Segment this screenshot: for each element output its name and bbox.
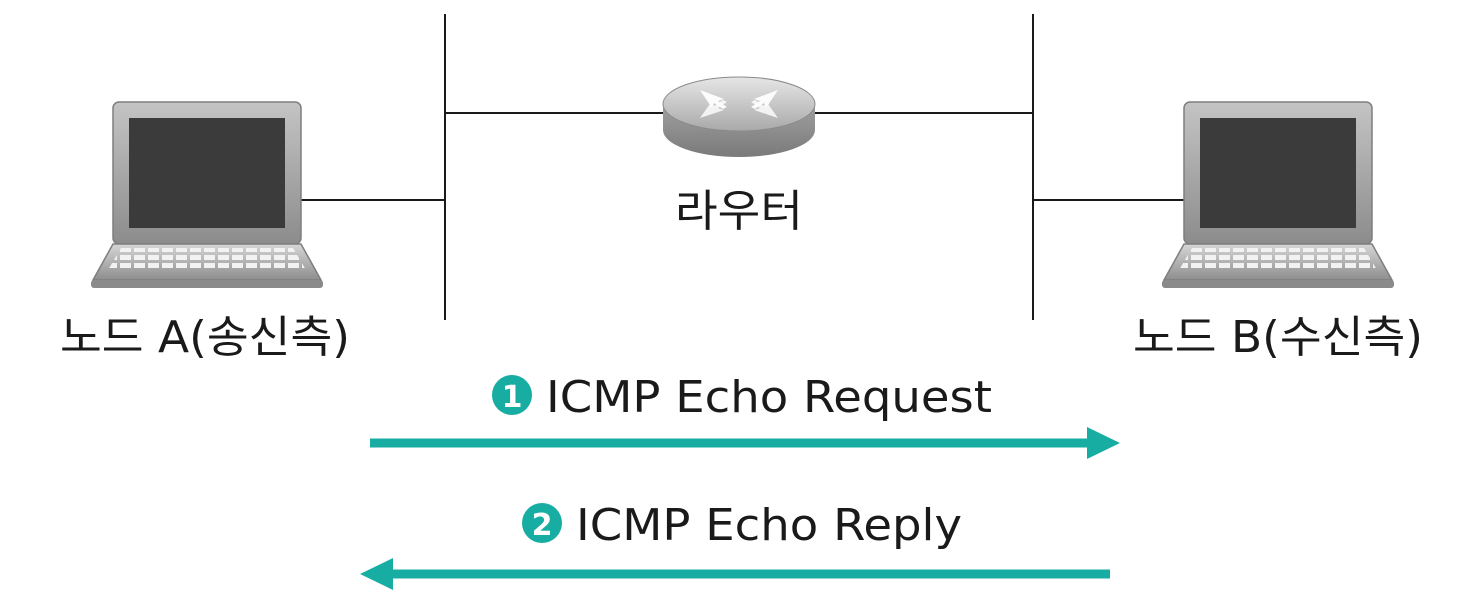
router-icon — [662, 76, 816, 157]
step-1-number: 1 — [502, 380, 523, 415]
network-lines — [300, 14, 1185, 320]
router-label: 라우터 — [675, 186, 803, 237]
request-message: 1 ICMP Echo Request — [370, 372, 1120, 459]
step-2-badge — [522, 503, 562, 543]
request-label: ICMP Echo Request — [546, 372, 992, 423]
sender-label: 노드 A(송신측) — [60, 312, 350, 363]
reply-label: ICMP Echo Reply — [576, 500, 962, 551]
reply-arrow-head — [360, 558, 393, 590]
step-2-number: 2 — [532, 508, 553, 543]
step-1-badge — [492, 375, 532, 415]
reply-message: 2 ICMP Echo Reply — [360, 500, 1110, 590]
receiver-laptop-icon — [1162, 101, 1394, 288]
request-arrow-head — [1087, 427, 1120, 459]
receiver-label: 노드 B(수신측) — [1133, 312, 1423, 363]
sender-laptop-icon — [91, 101, 323, 288]
